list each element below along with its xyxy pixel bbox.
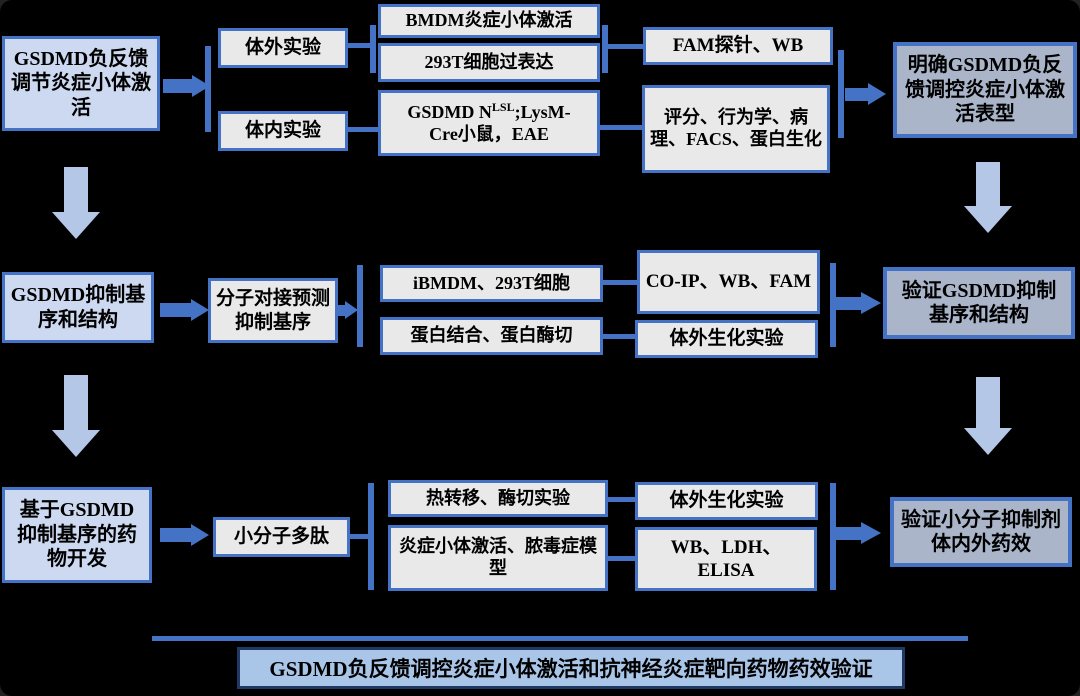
right-arrow-icon <box>338 305 346 316</box>
down-arrow-icon <box>64 375 88 431</box>
right-arrow-icon <box>868 83 886 105</box>
node-bmdm: BMDM炎症小体激活 <box>378 4 600 38</box>
right-arrow-icon <box>345 301 358 319</box>
divider <box>152 636 968 641</box>
right-arrow-icon <box>836 297 862 310</box>
node-row2-start: GSDMD抑制基序和结构 <box>2 272 154 343</box>
right-arrow-icon <box>160 303 192 317</box>
connector-line <box>357 265 363 347</box>
connector-line <box>350 534 368 539</box>
node-cells: iBMDM、293T细胞 <box>380 265 603 302</box>
connector-line <box>205 46 211 132</box>
down-arrow-icon <box>964 428 1012 455</box>
right-arrow-icon <box>861 522 881 544</box>
connector-line <box>368 483 374 590</box>
node-biochem-row3: 体外生化实验 <box>635 482 818 520</box>
down-arrow-icon <box>964 206 1012 233</box>
connector-line <box>602 25 608 73</box>
node-row1-start: GSDMD负反馈调节炎症小体激活 <box>2 36 160 131</box>
right-arrow-icon <box>191 299 209 321</box>
connector-line <box>603 334 635 339</box>
connector-line <box>830 483 836 590</box>
node-row1-outcome: 明确GSDMD负反馈调控炎症小体激活表型 <box>893 42 1077 138</box>
down-arrow-icon <box>64 167 88 213</box>
node-row3-outcome: 验证小分子抑制剂体内外药效 <box>890 497 1072 567</box>
node-wb-ldh-elisa: WB、LDH、ELISA <box>635 527 817 591</box>
node-docking: 分子对接预测抑制基序 <box>208 278 338 343</box>
connector-line <box>830 263 836 347</box>
down-arrow-icon <box>52 212 100 239</box>
connector-line <box>608 497 635 502</box>
mouse-model-label: GSDMD NLSL;LysM- Cre小鼠，EAE <box>407 100 570 146</box>
node-row3-start: 基于GSDMD抑制基序的药物开发 <box>2 487 152 583</box>
node-invivo: 体内实验 <box>218 111 348 151</box>
connector-line <box>348 127 378 132</box>
mouse-model-line2: Cre小鼠，EAE <box>429 124 549 144</box>
node-mouse-model: GSDMD NLSL;LysM- Cre小鼠，EAE <box>378 90 600 156</box>
node-protein-assays: 蛋白结合、蛋白酶切 <box>380 317 603 355</box>
title-banner: GSDMD负反馈调控炎症小体激活和抗神经炎症靶向药物药效验证 <box>237 647 905 689</box>
node-thermal-shift: 热转移、酶切实验 <box>388 480 608 517</box>
down-arrow-icon <box>52 430 100 457</box>
node-invitro: 体外实验 <box>218 28 348 68</box>
mouse-model-line1: GSDMD NLSL;LysM- <box>407 100 571 123</box>
connector-line <box>838 50 844 138</box>
right-arrow-icon <box>845 88 869 101</box>
node-fam-wb: FAM探针、WB <box>643 27 833 65</box>
connector-line <box>603 280 637 285</box>
connector-line <box>600 125 642 130</box>
right-arrow-icon <box>836 527 862 540</box>
node-row2-outcome: 验证GSDMD抑制基序和结构 <box>883 267 1075 339</box>
node-readouts: 评分、行为学、病理、FACS、蛋白生化 <box>642 85 830 173</box>
connector-line <box>608 556 635 561</box>
down-arrow-icon <box>976 377 1000 429</box>
node-peptide: 小分子多肽 <box>213 517 350 557</box>
right-arrow-icon <box>160 528 192 542</box>
right-arrow-icon <box>191 524 209 546</box>
node-sepsis-model: 炎症小体激活、脓毒症模型 <box>388 525 608 591</box>
node-293t: 293T细胞过表达 <box>378 43 600 82</box>
right-arrow-icon <box>861 292 881 314</box>
node-coip-wb-fam: CO-IP、WB、FAM <box>637 250 820 314</box>
node-biochem-row2: 体外生化实验 <box>635 320 818 358</box>
connector-line <box>370 25 376 73</box>
down-arrow-icon <box>976 162 1000 207</box>
connector-line <box>348 43 372 48</box>
right-arrow-icon <box>163 79 193 93</box>
connector-line <box>608 44 643 49</box>
